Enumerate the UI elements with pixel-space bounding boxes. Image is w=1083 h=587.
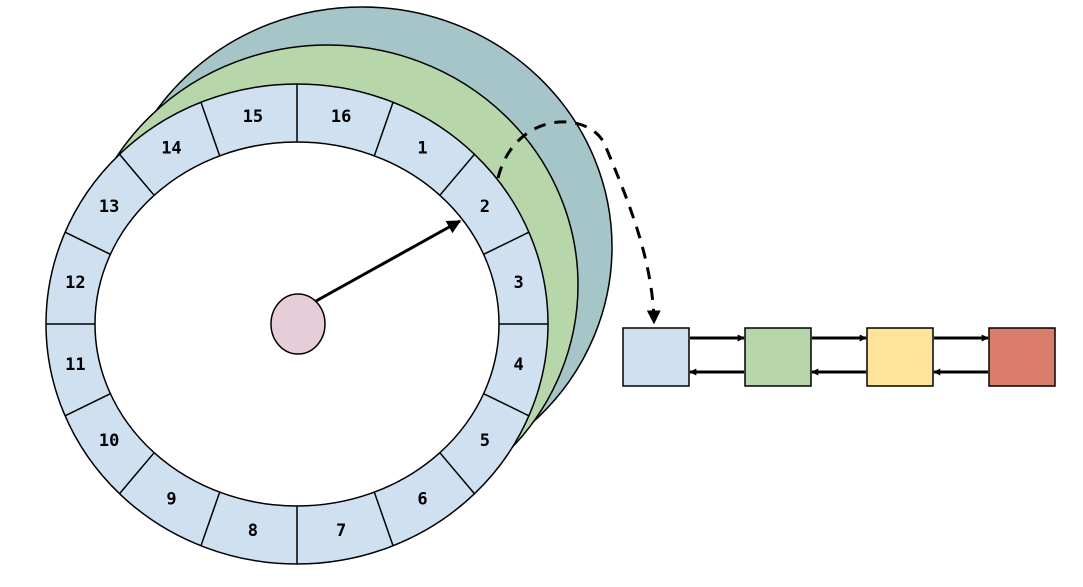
slot-label-7: 7 xyxy=(336,521,346,541)
slot-label-15: 15 xyxy=(243,107,263,127)
slot-divider xyxy=(439,153,476,196)
wheel-pointer-arrow xyxy=(315,219,462,303)
slot-label-4: 4 xyxy=(514,355,524,375)
list-node-1 xyxy=(622,327,690,387)
slot-divider xyxy=(483,392,530,417)
slot-label-9: 9 xyxy=(166,489,176,509)
slot-label-16: 16 xyxy=(331,107,351,127)
slot-label-11: 11 xyxy=(65,355,85,375)
slot-label-10: 10 xyxy=(99,431,119,451)
slot-label-1: 1 xyxy=(417,139,427,159)
slot-label-6: 6 xyxy=(417,489,427,509)
slot-label-13: 13 xyxy=(99,197,119,217)
slot-label-12: 12 xyxy=(65,273,85,293)
slot-divider xyxy=(373,491,394,546)
slot-divider xyxy=(118,153,155,196)
list-node-3 xyxy=(866,327,934,387)
doubly-linked-list xyxy=(622,327,1056,387)
slot-divider xyxy=(373,102,394,157)
slot-divider xyxy=(64,392,111,417)
slot-divider xyxy=(200,102,221,157)
slot-label-3: 3 xyxy=(514,273,524,293)
slot-divider xyxy=(200,491,221,546)
slot-label-14: 14 xyxy=(161,139,181,159)
slot-divider xyxy=(439,452,476,495)
slot-divider xyxy=(118,452,155,495)
slot-divider xyxy=(64,231,111,256)
slot-divider xyxy=(483,231,530,256)
list-node-4 xyxy=(988,327,1056,387)
wheel-hub xyxy=(270,293,326,355)
slot-label-2: 2 xyxy=(480,197,490,217)
slot-label-8: 8 xyxy=(248,521,258,541)
list-node-2 xyxy=(744,327,812,387)
slot-label-5: 5 xyxy=(480,431,490,451)
